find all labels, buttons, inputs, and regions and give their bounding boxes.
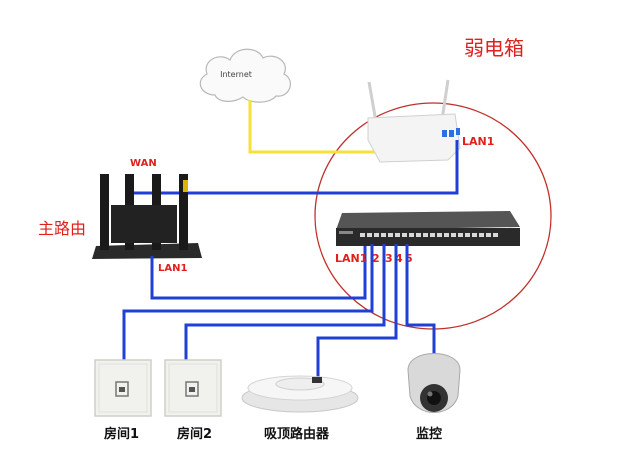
device-label-room2: 房间2 <box>177 426 212 442</box>
main-router-label: 主路由 <box>38 219 86 238</box>
switch-port-label-2: 2 <box>372 252 380 265</box>
internet-cable <box>248 100 405 154</box>
cabinet-label: 弱电箱 <box>464 36 524 60</box>
modem-device <box>367 79 461 163</box>
cable-ceiling-ap <box>316 244 398 382</box>
router-wan-label: WAN <box>130 158 157 169</box>
camera-device <box>407 353 461 413</box>
internet-cloud-icon <box>199 48 292 103</box>
router-lan-label: LAN1 <box>158 263 187 274</box>
router-lan-cable <box>150 244 367 300</box>
device-label-room1: 房间1 <box>104 426 139 442</box>
cable-camera <box>405 244 436 356</box>
switch-port-label-3: 3 <box>385 252 393 265</box>
ceiling-ap-device <box>241 375 359 413</box>
cable-room1 <box>122 244 374 362</box>
cable-room2 <box>184 244 386 362</box>
device-label-ceiling-ap: 吸顶路由器 <box>264 426 330 442</box>
modem-lan-label: LAN1 <box>462 135 494 148</box>
room2-panel-device <box>164 359 222 417</box>
switch-port-label-4: 4 <box>395 252 403 265</box>
switch-port-label-1: LAN1 <box>335 252 367 265</box>
wan-cable <box>128 140 459 195</box>
room1-panel-device <box>94 359 152 417</box>
internet-label: Internet <box>220 70 252 79</box>
switch-port-label-5: 5 <box>405 252 413 265</box>
main-router-device <box>92 174 202 259</box>
device-label-camera: 监控 <box>416 426 442 442</box>
switch-device <box>336 211 520 246</box>
